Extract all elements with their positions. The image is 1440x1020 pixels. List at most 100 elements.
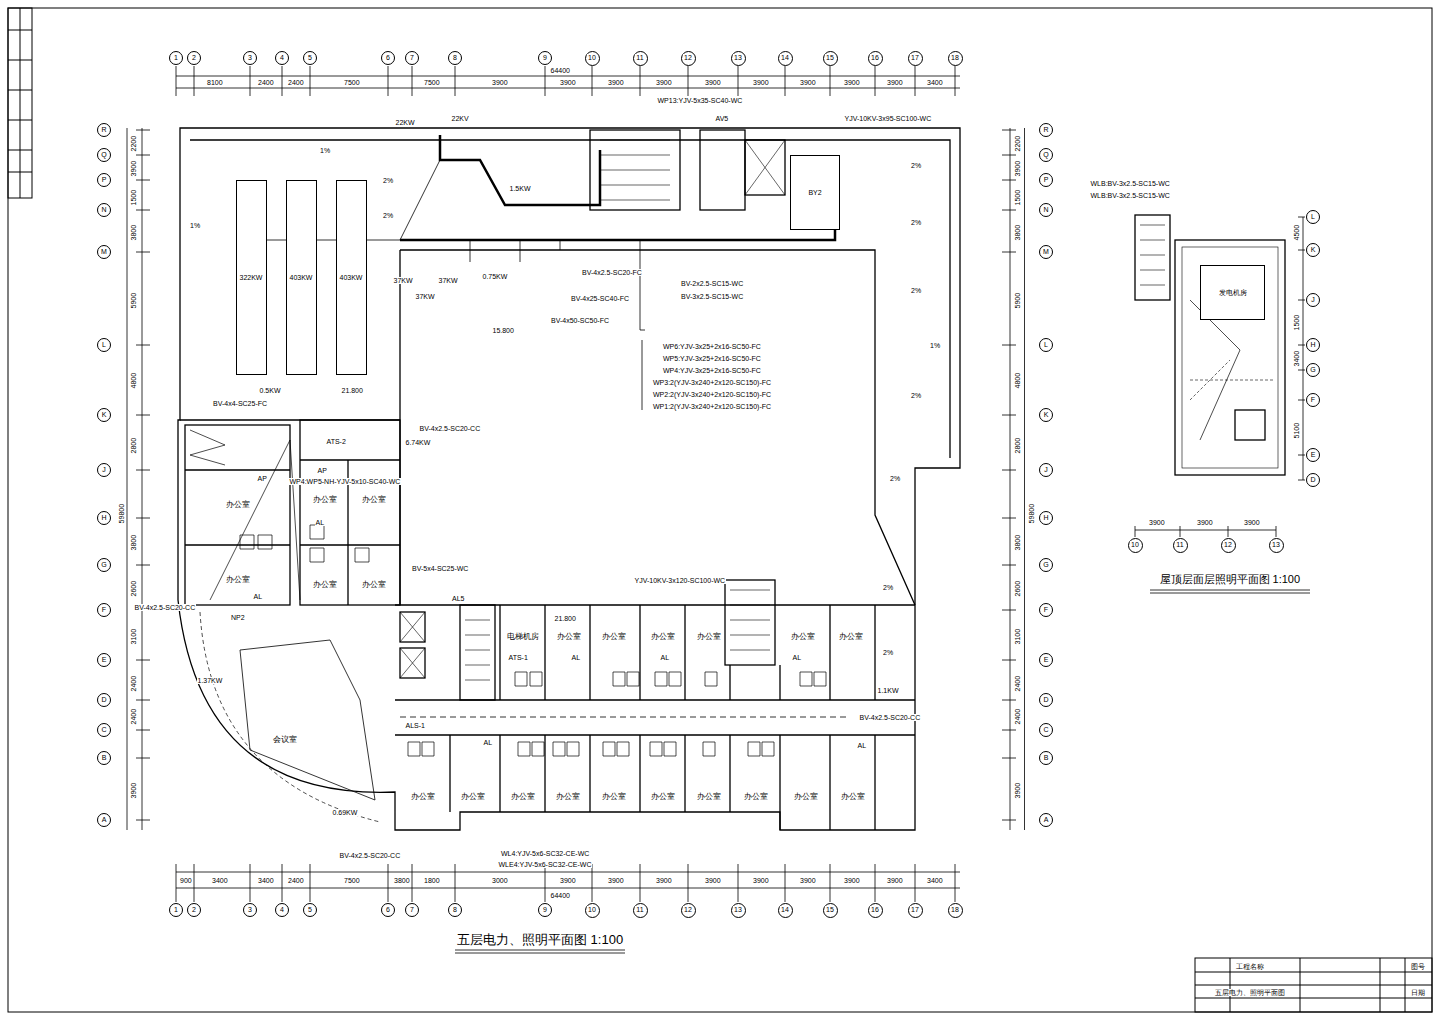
- axis-bubble: 1: [169, 903, 183, 917]
- annotation-text: 3900: [799, 79, 817, 86]
- annotation-text: WP6:YJV-3x25+2x16-SC50-FC: [662, 343, 762, 350]
- annotation-text: 2400: [1014, 707, 1021, 725]
- building-wall: [178, 128, 1285, 830]
- node-text: H: [1309, 341, 1316, 348]
- node-text: F: [1043, 606, 1049, 613]
- axis-stub: [136, 565, 150, 566]
- axis-bubble: G: [1039, 558, 1053, 572]
- annotation-text: 2%: [910, 287, 922, 294]
- axis-stub: [1298, 480, 1305, 481]
- node-text: P: [101, 176, 108, 183]
- node-text: 5: [307, 54, 313, 61]
- annotation-text: AV5: [715, 115, 730, 122]
- axis-stub: [955, 864, 956, 902]
- annotation-text: AL5: [451, 595, 465, 602]
- room-label-box: 办公室: [548, 625, 590, 649]
- axis-bubble: 11: [633, 903, 648, 918]
- annotation-text: 3900: [886, 877, 904, 884]
- annotation-text: 3900: [559, 877, 577, 884]
- node-text: 15: [825, 906, 835, 913]
- annotation-text: 3400: [211, 877, 229, 884]
- axis-stub: [545, 864, 546, 902]
- room-label-box: 办公室: [688, 625, 730, 649]
- annotation-text: WP4:WP5-NH-YJV-5x10-SC40-WC: [289, 478, 402, 485]
- dimension-line: [1135, 530, 1276, 531]
- node-text: 3: [247, 54, 253, 61]
- building-wall: [700, 130, 745, 210]
- annotation-text: WP4:YJV-3x25+2x16-SC50-FC: [662, 367, 762, 374]
- node-text: 4: [279, 54, 285, 61]
- axis-bubble: 5: [303, 903, 317, 917]
- annotation-text: 2200: [130, 134, 137, 152]
- axis-stub: [310, 66, 311, 96]
- axis-stub: [194, 864, 195, 902]
- annotation-text: 900: [179, 877, 193, 884]
- annotation-text: AP: [317, 467, 328, 474]
- annotation-text: WP5:YJV-3x25+2x16-SC50-FC: [662, 355, 762, 362]
- axis-stub: [830, 864, 831, 902]
- annotation-text: 0.69KW: [332, 809, 359, 816]
- node-text: J: [1043, 466, 1049, 473]
- dimension-line: [1303, 217, 1304, 480]
- room-label-box: 办公室: [785, 785, 827, 809]
- equipment-box: 403KW: [336, 180, 367, 375]
- building-wall: [400, 250, 915, 605]
- axis-stub: [310, 864, 311, 902]
- node-text: K: [1043, 411, 1050, 418]
- annotation-text: 5900: [1014, 291, 1021, 309]
- building-wall: [500, 605, 875, 700]
- axis-bubble: 13: [731, 903, 746, 918]
- node-text: M: [100, 248, 108, 255]
- annotation-text: BV-4x2.5-SC20-CC: [859, 714, 922, 721]
- building-wall: [1235, 410, 1265, 440]
- annotation-text: 2%: [882, 584, 894, 591]
- annotation-text: AL: [253, 593, 264, 600]
- node-text: 办公室: [840, 793, 866, 801]
- annotation-text: ALS-1: [405, 722, 426, 729]
- annotation-text: 3900: [704, 79, 722, 86]
- annotation-text: 8100: [206, 79, 224, 86]
- node-text: 办公室: [312, 496, 338, 504]
- node-text: 16: [870, 54, 880, 61]
- axis-bubble: M: [1039, 245, 1053, 259]
- axis-bubble: J: [1306, 293, 1320, 307]
- cable-route: [210, 440, 300, 600]
- axis-bubble: 9: [538, 51, 552, 65]
- node-text: 2: [191, 54, 197, 61]
- annotation-text: YJV-10KV-3x95-SC100-WC: [844, 115, 933, 122]
- axis-bubble: C: [97, 723, 111, 737]
- annotation-text: 3900: [704, 877, 722, 884]
- annotation-text: AL: [315, 519, 326, 526]
- building-wall: [745, 140, 785, 195]
- axis-stub: [136, 730, 150, 731]
- annotation-text: 工程名称: [1235, 963, 1265, 970]
- annotation-text: 五层电力、照明平面图: [1214, 989, 1286, 996]
- axis-stub: [1002, 820, 1016, 821]
- annotation-text: WLE4:YJV-5x6-SC32-CE-WC: [498, 861, 593, 868]
- axis-stub: [1298, 455, 1305, 456]
- node-text: F: [101, 606, 107, 613]
- axis-bubble: N: [1039, 203, 1053, 217]
- axis-stub: [136, 252, 150, 253]
- annotation-text: 4500: [1293, 223, 1300, 241]
- axis-bubble: 5: [303, 51, 317, 65]
- node-text: E: [101, 656, 108, 663]
- annotation-text: ATS-1: [508, 654, 529, 661]
- annotation-text: 4800: [1014, 371, 1021, 389]
- axis-bubble: E: [1039, 653, 1053, 667]
- axis-stub: [136, 155, 150, 156]
- sheet-frame: [1195, 958, 1432, 1012]
- node-text: 办公室: [361, 581, 387, 589]
- node-text: D: [100, 696, 107, 703]
- node-text: D: [1042, 696, 1049, 703]
- axis-bubble: R: [1039, 123, 1053, 137]
- axis-stub: [1002, 700, 1016, 701]
- node-text: 12: [1223, 541, 1233, 548]
- axis-bubble: R: [97, 123, 111, 137]
- sheet-frame: [8, 30, 32, 172]
- sheet-frame: [20, 8, 21, 198]
- annotation-text: 3900: [130, 159, 137, 177]
- plumbing-fixture: [515, 672, 826, 686]
- node-text: 办公室: [743, 793, 769, 801]
- node-text: C: [100, 726, 107, 733]
